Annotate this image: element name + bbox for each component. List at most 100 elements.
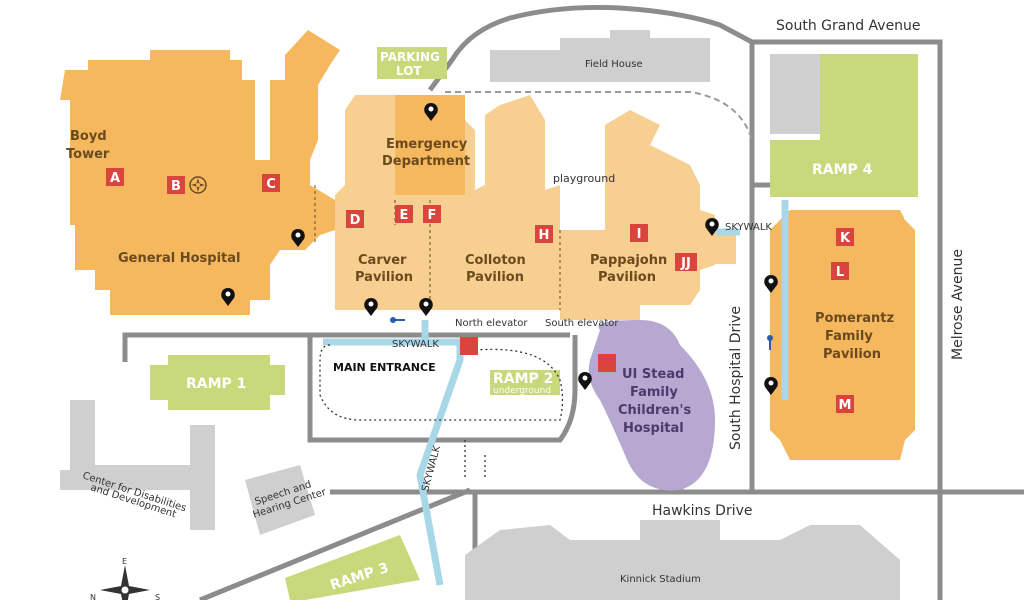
elevator-k[interactable] [836, 228, 854, 246]
general-hospital-building [60, 30, 340, 315]
elevator-l[interactable] [831, 262, 849, 280]
pavilion-label: Pavilion [823, 347, 881, 362]
ramp4-shape [770, 54, 918, 197]
elevator-e[interactable] [395, 205, 413, 223]
elevator-b[interactable] [167, 176, 185, 194]
elevator-letter-l: L [836, 265, 844, 280]
general-hospital-label: General Hospital [118, 251, 240, 266]
parking-lot-shape [377, 47, 447, 79]
pin-icon[interactable] [364, 298, 378, 316]
pin-icon[interactable] [764, 377, 778, 395]
elevator-letter-k: K [840, 231, 851, 246]
colloton-label: Colloton [465, 253, 526, 268]
elevator-m[interactable] [836, 395, 854, 413]
field-house [490, 30, 710, 82]
ramp1-shape [150, 355, 285, 410]
south-grand-avenue-road [427, 4, 755, 490]
emergency-label: Emergency [386, 137, 468, 152]
compass-star-icon [189, 176, 207, 194]
ramp4-gray-block [770, 54, 820, 134]
childrens-hospital-building [588, 320, 715, 491]
gray-buildings [60, 30, 900, 600]
ramp2-loop-road [307, 335, 578, 443]
pin-icon[interactable] [291, 229, 305, 247]
elevator-letter-a: A [110, 171, 120, 186]
hawkins-drive-label: Hawkins Drive [652, 503, 753, 519]
playground-label: playground [553, 172, 615, 185]
ramp1-label: RAMP 1 [186, 376, 246, 392]
traffic-flow [319, 344, 564, 480]
south-grand-avenue-road-east [752, 39, 943, 600]
ramp2-label: RAMP 2 [493, 371, 553, 387]
pappajohn-pavilion-label: Pavilion [598, 270, 656, 285]
ui-stead-childrens-label: Children's [618, 403, 691, 418]
emergency-department [395, 95, 465, 195]
pin-icon[interactable] [764, 275, 778, 293]
elevator-d[interactable] [346, 210, 364, 228]
pavilion-complex [335, 95, 715, 320]
pappajohn-annex [712, 232, 736, 264]
south-elevator-box[interactable] [598, 354, 616, 372]
pin-icon[interactable] [221, 288, 235, 306]
boyd-tower-label-2: Tower [66, 147, 110, 162]
carver-pavilion-label: Pavilion [355, 270, 413, 285]
elevator-a[interactable] [106, 168, 124, 186]
elevator-f[interactable] [423, 205, 441, 223]
boyd-tower-label: Boyd [70, 129, 107, 144]
kinnick-stadium-label: Kinnick Stadium [620, 574, 701, 585]
skywalk [323, 200, 789, 586]
location-pins [221, 103, 778, 395]
elevator-jj[interactable] [675, 253, 697, 271]
pin-icon[interactable] [705, 218, 719, 236]
ramp2-shape [490, 370, 560, 395]
speech-hearing-building [245, 465, 315, 535]
pin-icon[interactable] [419, 298, 433, 316]
elevator-letter-jj: JJ [680, 256, 691, 271]
pomerantz-pavilion-building [770, 210, 915, 460]
north-elevator-box[interactable] [460, 337, 478, 355]
elevator-c[interactable] [262, 174, 280, 192]
dashed-path [445, 91, 753, 141]
elevator-letters: A B C D E F H I JJ K L M [110, 171, 852, 413]
center-disabilities-building [60, 400, 215, 530]
elevator-markers [106, 168, 854, 413]
south-hospital-drive-label: South Hospital Drive [728, 306, 744, 450]
pappajohn-label: Pappajohn [590, 253, 667, 268]
elevator-letter-e: E [400, 208, 409, 223]
elevator-letter-b: B [171, 179, 181, 194]
pin-icon[interactable] [424, 103, 438, 121]
elevator-i[interactable] [630, 224, 648, 242]
ui-stead-label: UI Stead [622, 367, 684, 382]
compass-rose: N E S [90, 557, 160, 600]
ramp2-sub-label: underground [493, 386, 551, 396]
south-grand-avenue-label: South Grand Avenue [776, 18, 921, 34]
elevator-letter-d: D [350, 213, 361, 228]
compass-s: S [155, 593, 160, 600]
elevator-letter-c: C [266, 177, 276, 192]
main-entrance-label: MAIN ENTRANCE [333, 361, 436, 374]
pin-icon[interactable] [578, 372, 592, 390]
key-icon [767, 335, 773, 350]
elevator-h[interactable] [535, 225, 553, 243]
key-icon [390, 317, 405, 323]
melrose-avenue-label: Melrose Avenue [950, 249, 966, 360]
elevator-letter-h: H [539, 228, 550, 243]
pomerantz-label: Pomerantz [815, 311, 894, 326]
carver-label: Carver [358, 253, 407, 268]
elevator-letter-i: I [637, 227, 642, 242]
department-label: Department [382, 154, 470, 169]
elevator-letter-m: M [839, 398, 852, 413]
compass-n: N [90, 593, 96, 600]
roads [122, 4, 1024, 600]
ui-stead-hospital-label: Hospital [623, 421, 684, 436]
field-house-label: Field House [585, 59, 643, 70]
parking-lot-label: PARKING [380, 50, 440, 64]
parking-ramps [150, 47, 918, 600]
colloton-pavilion-label: Pavilion [466, 270, 524, 285]
parking-lot-label-2: LOT [396, 64, 422, 78]
skywalk-label-east: SKYWALK [725, 222, 772, 233]
elevator-letter-f: F [428, 208, 437, 223]
ramp3-shape [285, 535, 420, 600]
ramp4-label: RAMP 4 [812, 162, 873, 178]
